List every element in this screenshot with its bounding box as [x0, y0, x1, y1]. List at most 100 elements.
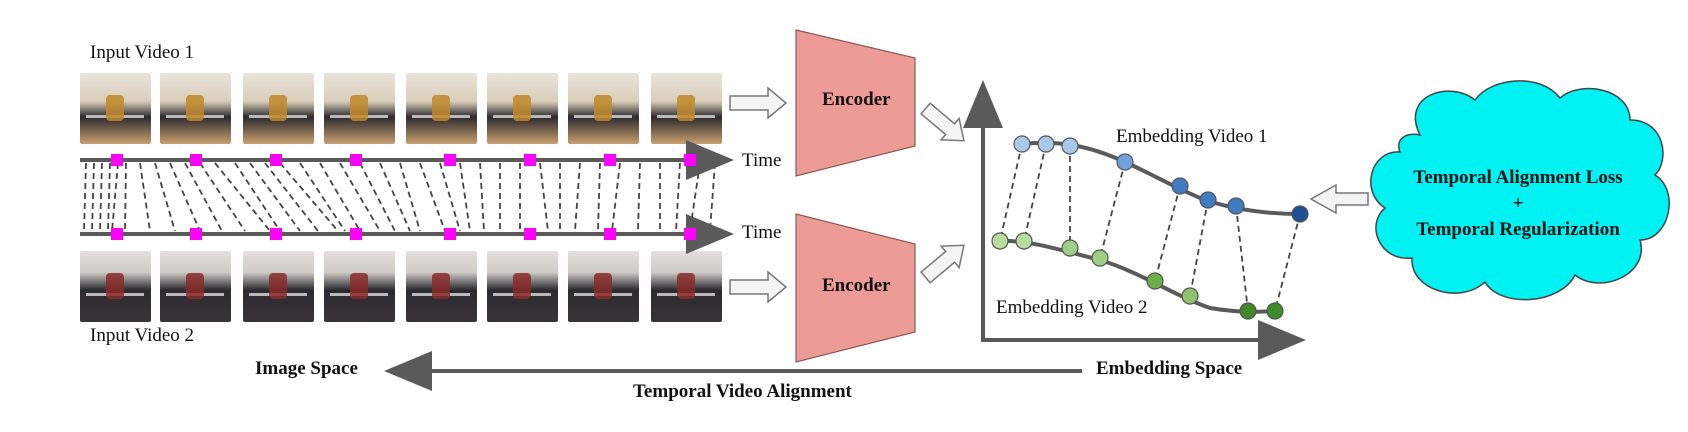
- timeline-1-marker: [444, 154, 456, 166]
- embedding-video-1-point: [1171, 177, 1189, 195]
- jar-object: [269, 95, 287, 121]
- video-2-frame: [243, 251, 314, 322]
- correspondence-line: [319, 162, 361, 232]
- correspondence-line: [83, 162, 87, 232]
- embedding-alignment-links: [999, 143, 1301, 312]
- embedding-video-1-point: [1291, 205, 1309, 223]
- video-1-frame: [651, 73, 722, 144]
- correspondence-line: [249, 162, 301, 232]
- loss-line-2: Temporal Regularization: [1416, 219, 1620, 240]
- arrow-from-encoder-1: [920, 102, 965, 142]
- embedding-video-2-point: [1181, 287, 1199, 305]
- timeline-2-marker: [524, 228, 536, 240]
- loss-plus: +: [1512, 193, 1524, 214]
- correspondence-line: [709, 162, 716, 232]
- correspondence-line: [689, 162, 701, 232]
- embedding-video-2-point: [1091, 249, 1109, 267]
- correspondence-line: [264, 162, 319, 232]
- encoder-2-shape: [795, 213, 916, 363]
- jar-object: [677, 273, 695, 299]
- embedding-video-2-point: [1146, 272, 1164, 290]
- embedding-video-1-points: [1013, 135, 1309, 223]
- correspondence-line: [574, 162, 581, 232]
- correspondence-line: [597, 162, 601, 232]
- timeline-2-marker: [604, 228, 616, 240]
- jar-object: [106, 273, 124, 299]
- embedding-video-2-label: Embedding Video 2: [996, 297, 1148, 318]
- video-2-frame: [568, 251, 639, 322]
- video-2-frame: [406, 251, 477, 322]
- jar-object: [513, 273, 531, 299]
- video-2-frame: [651, 251, 722, 322]
- correspondence-line: [299, 162, 346, 232]
- timeline-1-marker: [684, 154, 696, 166]
- embedding-video-1-point: [1037, 135, 1055, 153]
- image-space-label: Image Space: [255, 358, 358, 379]
- embedding-link: [1154, 185, 1181, 282]
- correspondence-line: [611, 162, 621, 232]
- jar-object: [432, 273, 450, 299]
- correspondence-line: [139, 162, 151, 232]
- embedding-video-1-point: [1227, 197, 1245, 215]
- timeline-1-marker: [524, 154, 536, 166]
- jar-object: [513, 95, 531, 121]
- correspondence-line: [154, 162, 176, 232]
- correspondence-line: [459, 162, 471, 232]
- encoder-2-label: Encoder: [822, 275, 891, 296]
- video-1-frame: [243, 73, 314, 144]
- jar-object: [186, 273, 204, 299]
- embedding-link: [1099, 161, 1126, 259]
- embedding-link: [1274, 213, 1301, 312]
- embedding-video-1-label: Embedding Video 1: [1116, 126, 1268, 147]
- loss-text: Temporal Alignment Loss + Temporal Regul…: [1388, 165, 1648, 243]
- correspondence-line: [184, 162, 223, 232]
- correspondence-line: [107, 162, 111, 232]
- embedding-video-2-points: [991, 232, 1284, 320]
- correspondence-line: [279, 162, 339, 232]
- embedding-link: [1235, 205, 1249, 312]
- timeline-2-marker: [190, 228, 202, 240]
- embedding-video-2-point: [991, 232, 1009, 250]
- jar-object: [269, 273, 287, 299]
- arrow-to-encoder-2: [729, 270, 788, 304]
- correspondence-line: [339, 162, 381, 232]
- video-2-frame: [487, 251, 558, 322]
- correspondence-line: [199, 162, 246, 232]
- correspondence-line: [479, 162, 485, 232]
- correspondence-line: [399, 162, 421, 232]
- embedding-link: [999, 143, 1023, 242]
- embedding-video-2-point: [1239, 302, 1257, 320]
- embedding-curve-1: [1021, 140, 1301, 216]
- encoder-1-shape: [795, 29, 916, 177]
- embedding-video-1-point: [1116, 153, 1134, 171]
- correspondence-line: [637, 162, 641, 232]
- loss-line-1: Temporal Alignment Loss: [1413, 167, 1623, 188]
- timeline-1-marker: [350, 154, 362, 166]
- correspondence-line: [439, 162, 461, 232]
- correspondence-line: [419, 162, 446, 232]
- video-1-frame: [324, 73, 395, 144]
- timeline-1-marker: [190, 154, 202, 166]
- video-1-frame: [487, 73, 558, 144]
- video-2-frame: [80, 251, 151, 322]
- embedding-video-1-point: [1013, 135, 1031, 153]
- timeline-2-marker: [684, 228, 696, 240]
- input-video-1-label: Input Video 1: [90, 42, 195, 63]
- video-1-frame: [568, 73, 639, 144]
- temporal-video-alignment-label: Temporal Video Alignment: [633, 381, 852, 402]
- video-1-frame: [80, 73, 151, 144]
- jar-object: [594, 95, 612, 121]
- correspondence-line: [111, 162, 119, 232]
- jar-object: [106, 95, 124, 121]
- jar-object: [350, 95, 368, 121]
- timeline-2-marker: [270, 228, 282, 240]
- timeline-1-markers: [111, 154, 696, 166]
- video-1-frame: [160, 73, 231, 144]
- time-label-2: Time: [742, 222, 782, 243]
- timeline-2-marker: [444, 228, 456, 240]
- loss-cloud: [1370, 80, 1670, 301]
- embedding-space-label: Embedding Space: [1096, 358, 1243, 379]
- embedding-video-1-point: [1061, 137, 1079, 155]
- embedding-link: [1023, 143, 1047, 242]
